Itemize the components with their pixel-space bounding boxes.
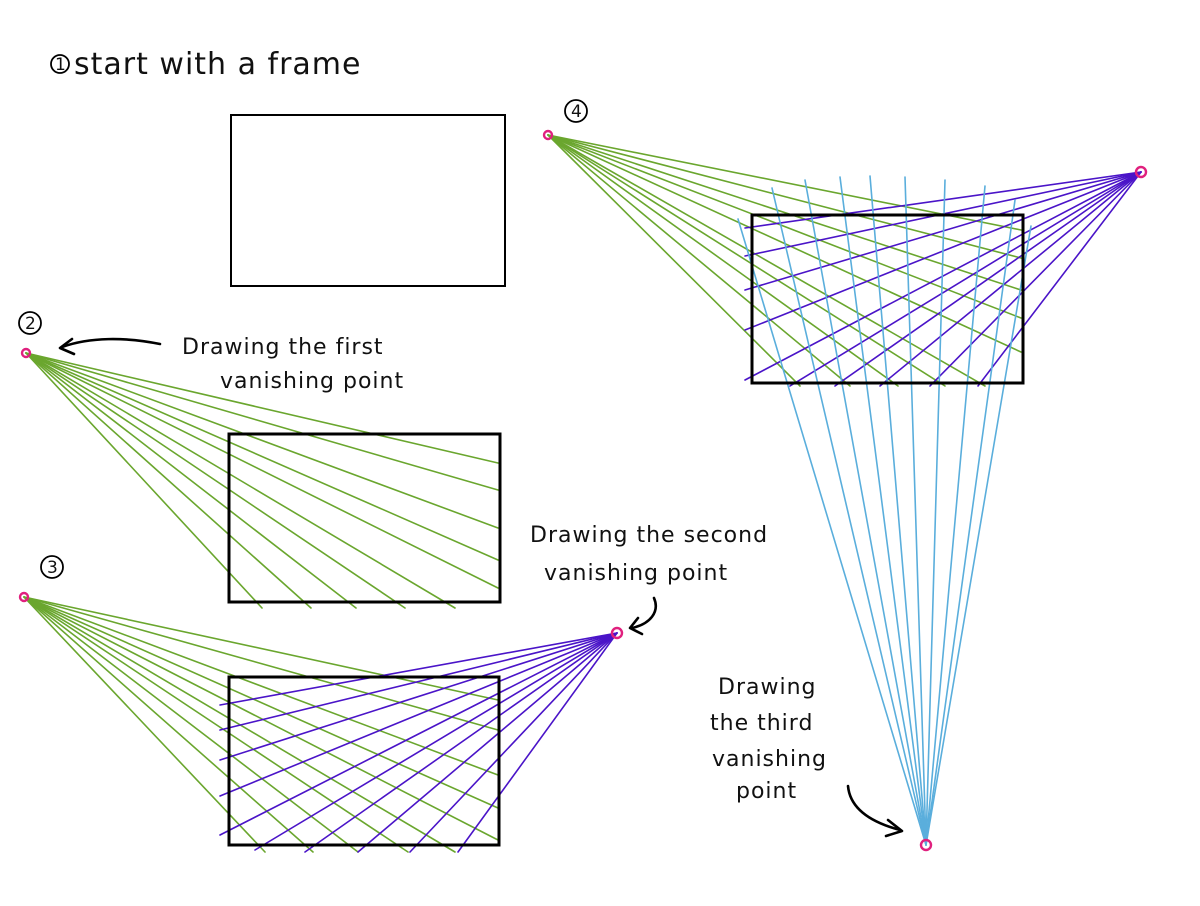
vanishing-point-1-marker xyxy=(20,347,32,359)
frame-step-1 xyxy=(230,114,506,287)
step-3-number: 3 xyxy=(47,558,58,578)
note-second-vp-line-2: vanishing point xyxy=(544,561,728,586)
vp1-line-step-2-2 xyxy=(25,352,499,491)
note-third-vp-line-1: Drawing xyxy=(718,675,816,700)
vp1-line-step-2-1 xyxy=(25,352,499,464)
step-4-perspective-lines xyxy=(547,134,1142,846)
vp1-line-step-2-4 xyxy=(25,352,499,561)
vanishing-point-1-marker-step-3 xyxy=(18,591,30,603)
note-third-vp-line-2: the third xyxy=(710,711,813,736)
vp1-line-step-2-6 xyxy=(25,352,456,609)
note-first-vp-line-2: vanishing point xyxy=(220,369,404,394)
step-2-perspective-lines xyxy=(25,352,499,609)
vp1-line-step-3-10 xyxy=(23,596,266,853)
vp2-line-step-3-9 xyxy=(409,632,618,853)
vp3-line-step-4-7 xyxy=(925,179,946,846)
arrow-to-second-vp xyxy=(630,596,657,630)
vp1-line-step-2-10 xyxy=(25,352,263,609)
note-third-vp-line-4: point xyxy=(736,779,797,804)
page-title: start with a frame xyxy=(74,47,361,82)
vp2-line-step-3-1 xyxy=(219,632,618,706)
vp2-line-step-4-8 xyxy=(879,171,1142,387)
step-2-panel: 2 Drawing the first vanishing point xyxy=(18,311,502,609)
vp3-line-step-4-5 xyxy=(869,175,927,846)
vp1-line-step-3-2 xyxy=(23,596,499,731)
frame-step-3 xyxy=(227,675,501,847)
vp3-line-step-4-6 xyxy=(904,176,927,846)
step-2-circle xyxy=(18,311,42,335)
vp1-line-step-3-8 xyxy=(23,596,359,853)
vp1-line-step-4-10 xyxy=(547,134,801,387)
vp1-line-step-3-9 xyxy=(23,596,314,853)
vp2-line-step-3-3 xyxy=(219,632,618,761)
vp3-line-step-4-4 xyxy=(839,176,927,846)
arrow-head-second-vp xyxy=(628,616,644,636)
vp3-line-step-4-1 xyxy=(737,218,927,846)
note-third-vp-line-3: vanishing xyxy=(712,747,827,772)
step-4-number: 4 xyxy=(571,102,582,122)
vp2-line-step-3-8 xyxy=(357,632,618,853)
vp2-line-step-4-6 xyxy=(789,171,1142,387)
vp3-line-step-4-10 xyxy=(925,225,1032,846)
vp2-line-step-4-9 xyxy=(929,171,1142,387)
step-1-circle xyxy=(50,54,70,74)
vp1-line-step-4-4 xyxy=(547,134,1022,319)
step-1-panel: 1 start with a frame xyxy=(50,47,506,287)
vp3-line-step-4-9 xyxy=(925,199,1016,846)
vp1-line-step-4-7 xyxy=(547,134,946,387)
vp1-line-step-3-7 xyxy=(23,596,409,853)
vp1-line-step-3-3 xyxy=(23,596,499,776)
vanishing-point-1-marker-step-4 xyxy=(542,129,554,141)
vp2-line-step-3-6 xyxy=(254,632,618,851)
vp1-line-step-2-7 xyxy=(25,352,406,609)
vp2-line-step-3-5 xyxy=(219,632,618,836)
vp2-line-step-3-2 xyxy=(219,632,618,731)
step-3-perspective-lines xyxy=(23,596,618,853)
frame-step-4 xyxy=(750,213,1025,385)
vp1-line-step-3-1 xyxy=(23,596,499,701)
arrow-to-first-vp xyxy=(60,337,162,349)
step-1-number: 1 xyxy=(55,55,66,75)
vp1-line-step-2-8 xyxy=(25,352,357,609)
vp2-line-step-4-10 xyxy=(977,171,1142,387)
vp1-line-step-3-4 xyxy=(23,596,499,809)
vp3-line-step-4-3 xyxy=(804,179,927,846)
vanishing-point-3-marker xyxy=(919,838,933,852)
step-3-circle xyxy=(40,555,64,579)
vp2-line-step-4-7 xyxy=(834,171,1142,387)
vp1-line-step-2-9 xyxy=(25,352,312,609)
vp1-line-step-3-5 xyxy=(23,596,499,841)
frame-step-2 xyxy=(227,432,502,604)
vp3-line-step-4-2 xyxy=(771,187,927,846)
arrow-head-third-vp xyxy=(884,818,904,838)
vp1-line-step-4-6 xyxy=(547,134,986,387)
arrow-head-first-vp xyxy=(58,337,76,356)
arrow-to-third-vp xyxy=(846,784,902,832)
step-3-panel: 3 Drawing the second vanishing point xyxy=(18,523,768,853)
vp2-line-step-3-7 xyxy=(304,632,618,853)
vp1-line-step-2-5 xyxy=(25,352,499,589)
vp1-line-step-4-2 xyxy=(547,134,1022,259)
vp2-line-step-3-4 xyxy=(219,632,618,797)
step-2-number: 2 xyxy=(25,314,36,334)
note-first-vp-line-1: Drawing the first xyxy=(182,335,384,360)
vp1-line-step-4-8 xyxy=(547,134,899,387)
note-second-vp-line-1: Drawing the second xyxy=(530,523,768,548)
vp1-line-step-2-3 xyxy=(25,352,499,529)
step-4-panel: 4 Drawing the third vanishing point xyxy=(542,99,1148,852)
vanishing-point-2-marker xyxy=(610,626,624,640)
vanishing-point-2-marker-step-4 xyxy=(1134,165,1148,179)
vp2-line-step-3-10 xyxy=(457,632,618,853)
vp2-line-step-4-1 xyxy=(744,171,1142,229)
vp1-line-step-4-9 xyxy=(547,134,851,387)
vp3-line-step-4-8 xyxy=(925,185,986,846)
step-4-circle xyxy=(564,99,588,123)
